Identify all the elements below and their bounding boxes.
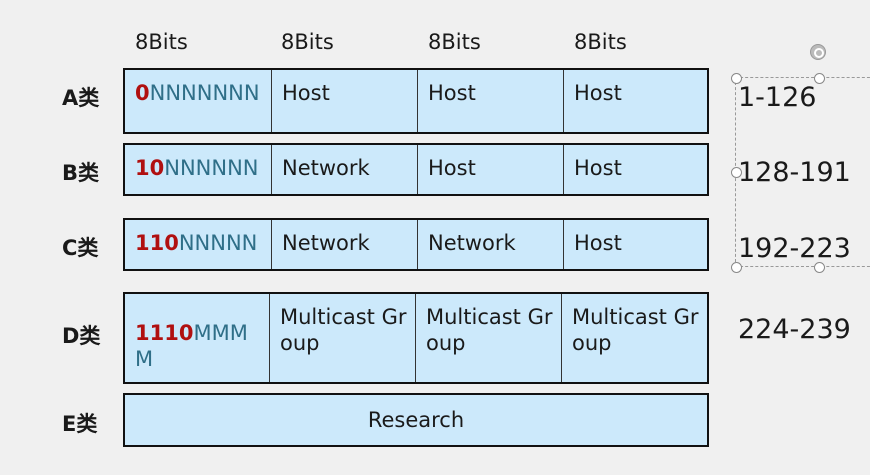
class-b-field-2: Network xyxy=(272,145,418,194)
class-c-field-3: Network xyxy=(418,220,564,269)
class-e-label: E类 xyxy=(62,412,98,436)
class-d-field-3: Multicast Group xyxy=(416,294,562,382)
class-b-field-3: Host xyxy=(418,145,564,194)
class-a-label: A类 xyxy=(62,86,100,110)
class-d-network-bits: MMMM xyxy=(135,321,248,371)
selection-box[interactable] xyxy=(735,77,870,267)
class-d-field-4: Multicast Group xyxy=(572,305,699,355)
class-a-network-bits: NNNNNNN xyxy=(149,81,260,105)
class-c-field-1: 110NNNNN xyxy=(125,220,272,269)
class-b-row: 10NNNNNN Network Host Host xyxy=(123,143,709,196)
class-b-label: B类 xyxy=(62,161,100,185)
class-c-range: 192-223 xyxy=(738,233,851,264)
class-a-prefix: 0 xyxy=(135,81,150,105)
class-d-label: D类 xyxy=(62,324,101,348)
class-d-prefix: 1110 xyxy=(135,321,194,345)
class-a-field-2: Host xyxy=(272,70,418,132)
class-c-prefix: 110 xyxy=(135,231,179,255)
class-d-range: 224-239 xyxy=(738,314,851,345)
class-a-field-1: 0NNNNNNN xyxy=(125,70,272,132)
bits-header-2: 8Bits xyxy=(281,30,334,54)
class-c-label: C类 xyxy=(62,236,99,260)
class-b-network-bits: NNNNNN xyxy=(164,156,259,180)
class-e-row: Research xyxy=(123,393,709,447)
resize-handle-top-left[interactable] xyxy=(731,73,742,84)
class-c-field-2: Network xyxy=(272,220,418,269)
resize-handle-bottom[interactable] xyxy=(814,262,825,273)
resize-handle-bottom-left[interactable] xyxy=(731,262,742,273)
class-c-network-bits: NNNNN xyxy=(178,231,258,255)
class-a-range: 1-126 xyxy=(738,82,817,113)
class-c-field-4: Host xyxy=(574,231,622,255)
bits-header-3: 8Bits xyxy=(428,30,481,54)
class-e-research: Research xyxy=(367,408,465,432)
resize-handle-left[interactable] xyxy=(731,167,742,178)
class-b-field-4: Host xyxy=(574,156,622,180)
class-a-field-4: Host xyxy=(574,81,622,105)
class-b-field-1: 10NNNNNN xyxy=(125,145,272,194)
class-c-row: 110NNNNN Network Network Host xyxy=(123,218,709,271)
class-b-prefix: 10 xyxy=(135,156,165,180)
class-a-field-3: Host xyxy=(418,70,564,132)
resize-handle-top[interactable] xyxy=(814,73,825,84)
class-d-row: 1110MMMM Multicast Group Multicast Group… xyxy=(123,292,709,384)
class-d-field-2: Multicast Group xyxy=(270,294,416,382)
class-b-range: 128-191 xyxy=(738,157,851,188)
bits-header-4: 8Bits xyxy=(574,30,627,54)
rotate-handle-icon[interactable] xyxy=(810,44,826,60)
class-d-field-1: 1110MMMM xyxy=(125,294,270,382)
bits-header-1: 8Bits xyxy=(135,30,188,54)
class-a-row: 0NNNNNNN Host Host Host xyxy=(123,68,709,134)
